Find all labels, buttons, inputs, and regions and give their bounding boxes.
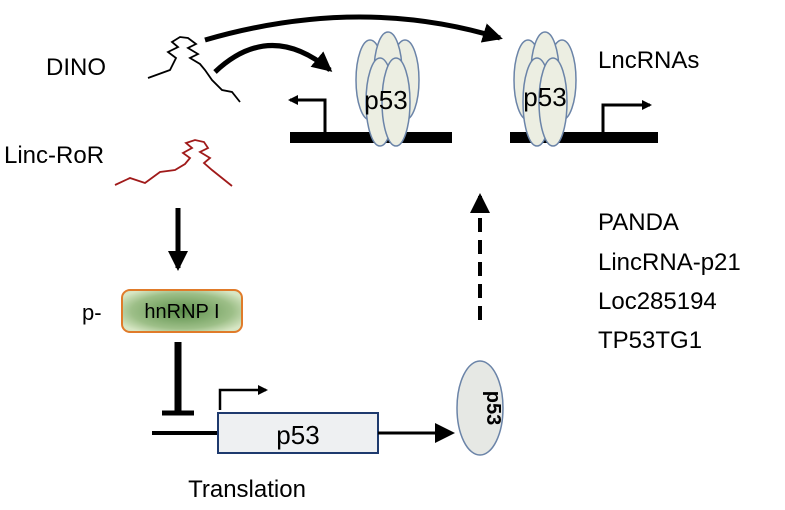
lncrna-item: Loc285194 xyxy=(598,288,717,315)
dino-rna-icon xyxy=(147,36,241,103)
lncrnas-label: LncRNAs xyxy=(598,47,699,74)
promoter-arrow-left xyxy=(288,95,327,132)
hnrnp-label: hnRNP I xyxy=(144,301,219,323)
translation-label: Translation xyxy=(188,476,306,503)
promoter-arrow-right xyxy=(601,100,652,132)
dino-to-p53-arrow xyxy=(213,43,333,74)
p53-right-label: p53 xyxy=(523,82,566,112)
p53-gene-label: p53 xyxy=(276,420,319,450)
lncrna-item: LincRNA-p21 xyxy=(598,249,741,276)
p53-gene-box xyxy=(217,412,379,454)
linc-ror-label: Linc-RoR xyxy=(4,142,104,169)
phospho-prefix-label: p- xyxy=(82,300,102,325)
translation-start-arrow xyxy=(218,385,268,410)
dino-label: DINO xyxy=(46,54,106,81)
p53-tetramer-right xyxy=(513,31,577,147)
dino-to-lncrnas-arrow xyxy=(204,14,503,43)
p53-protein xyxy=(456,360,504,456)
lncrna-item: TP53TG1 xyxy=(598,327,702,354)
p53-left-label: p53 xyxy=(364,85,407,115)
p53-protein-label: p53 xyxy=(482,391,504,425)
hnrnp-box xyxy=(121,289,243,333)
lncrna-item: PANDA xyxy=(598,209,679,236)
linc-ror-rna-icon xyxy=(114,139,233,187)
lncrna-list: PANDA LincRNA-p21 Loc285194 TP53TG1 xyxy=(598,209,741,354)
p53-tetramer-left xyxy=(355,31,420,147)
dna-bar-right xyxy=(510,132,658,143)
